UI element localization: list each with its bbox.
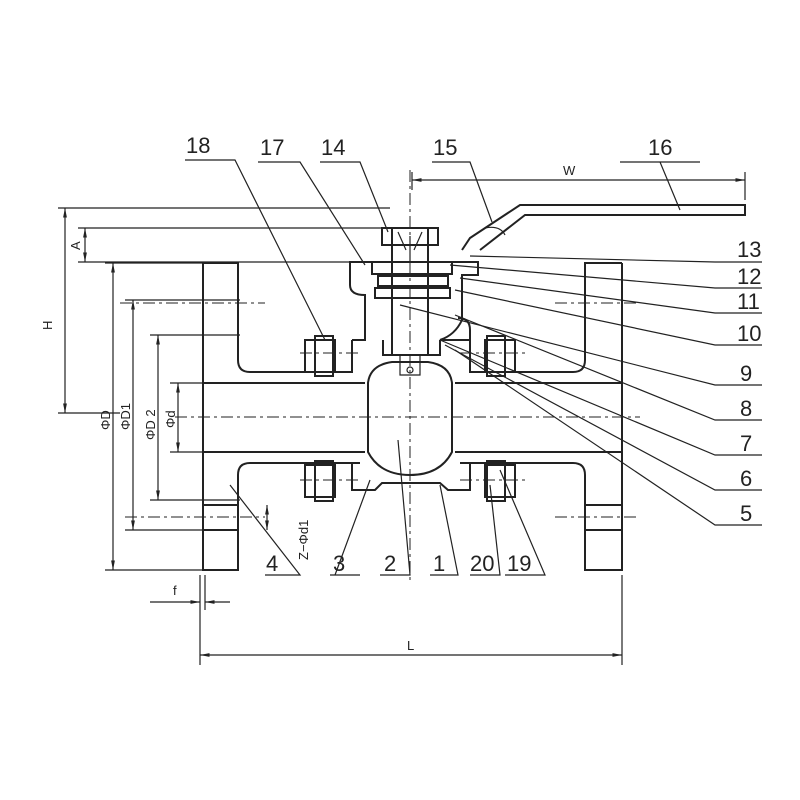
label-18: 18	[186, 133, 210, 158]
leader-lines	[185, 159, 762, 576]
dimension-labels: W A H ΦD ΦD1 ΦD 2 Φd Z−Φd1 f L	[40, 163, 576, 653]
label-20: 20	[470, 551, 494, 576]
label-7: 7	[740, 431, 752, 456]
handle	[461, 204, 746, 251]
label-10: 10	[737, 321, 761, 346]
label-13: 13	[737, 237, 761, 262]
center-lines	[120, 170, 640, 580]
label-9: 9	[740, 361, 752, 386]
stem	[371, 227, 453, 355]
part-labels: 18 17 14 15 16 13 12 11 10 9 8 7 6 5 4 3…	[186, 133, 761, 576]
dim-A: A	[68, 241, 83, 250]
label-5: 5	[740, 501, 752, 526]
label-4: 4	[266, 551, 278, 576]
dim-D: ΦD	[98, 410, 113, 430]
bolts	[304, 335, 516, 502]
label-19: 19	[507, 551, 531, 576]
dim-H: H	[40, 321, 55, 330]
label-16: 16	[648, 135, 672, 160]
dim-L: L	[407, 638, 414, 653]
label-15: 15	[433, 135, 457, 160]
label-3: 3	[333, 551, 345, 576]
label-17: 17	[260, 135, 284, 160]
label-8: 8	[740, 396, 752, 421]
label-6: 6	[740, 466, 752, 491]
label-12: 12	[737, 264, 761, 289]
dim-W: W	[563, 163, 576, 178]
dimension-lines	[58, 172, 746, 665]
dim-D2: ΦD 2	[143, 409, 158, 440]
dim-f: f	[173, 583, 177, 598]
label-2: 2	[384, 551, 396, 576]
dim-d: Φd	[163, 410, 178, 428]
label-14: 14	[321, 135, 345, 160]
label-11: 11	[737, 289, 760, 314]
dim-D1: ΦD1	[118, 403, 133, 430]
label-1: 1	[433, 551, 445, 576]
dim-Z-d1: Z−Φd1	[296, 520, 311, 560]
